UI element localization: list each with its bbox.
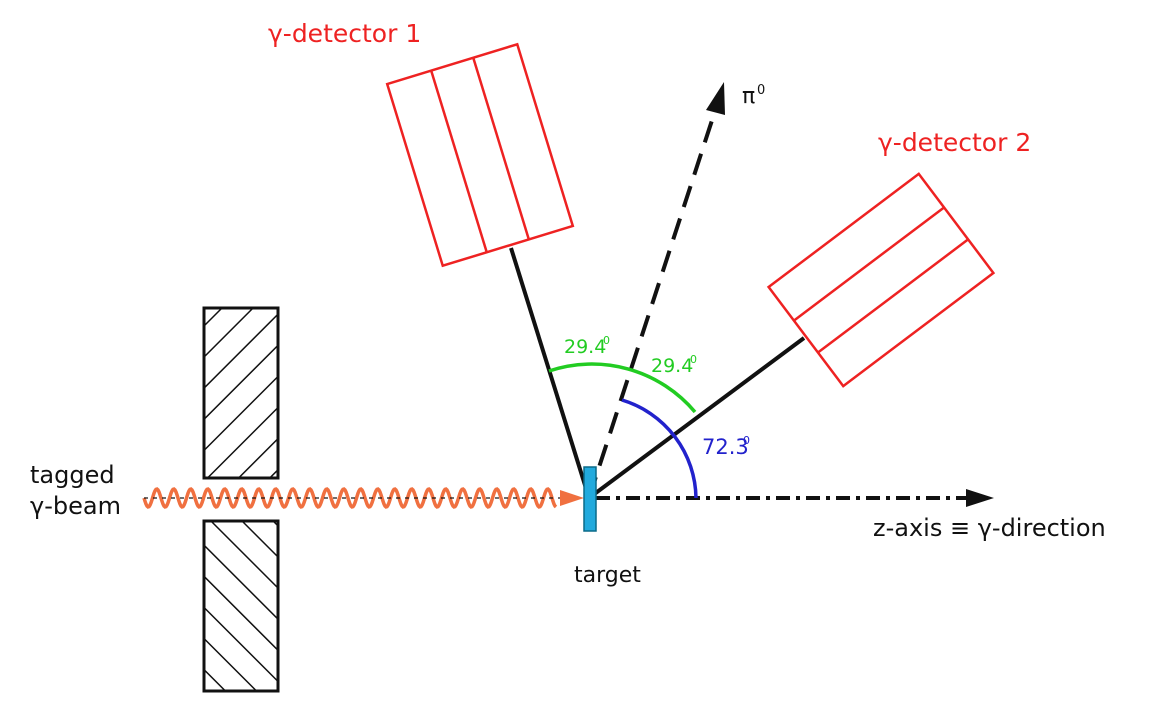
svg-text:29.4: 29.4 <box>651 355 693 377</box>
beam-label-line2: γ-beam <box>30 492 121 520</box>
detector1-label: γ-detector 1 <box>268 19 421 48</box>
svg-text:72.3: 72.3 <box>702 435 749 459</box>
angle-label-green-right: 29.4 0 <box>651 353 697 377</box>
svg-text:0: 0 <box>743 434 750 447</box>
z-axis-label: z-axis ≡ γ-direction <box>873 514 1106 542</box>
svg-text:π: π <box>742 84 755 109</box>
detector2 <box>766 172 996 388</box>
pi0-direction <box>587 82 725 499</box>
svg-text:29.4: 29.4 <box>564 336 606 358</box>
svg-text:0: 0 <box>690 353 697 366</box>
angle-label-green-left: 29.4 0 <box>564 334 610 358</box>
detector2-label: γ-detector 2 <box>878 128 1031 157</box>
target-marker <box>583 466 597 532</box>
gamma-beam <box>142 487 584 509</box>
beam-label-line1: tagged <box>30 461 115 489</box>
detector2-line <box>587 336 806 500</box>
z-axis-line <box>596 489 994 507</box>
collimator-lower <box>202 519 280 693</box>
target-label: target <box>574 563 641 588</box>
green-angle-arc <box>548 362 697 414</box>
svg-text:0: 0 <box>757 83 765 98</box>
svg-text:0: 0 <box>603 334 610 347</box>
detector1 <box>385 42 575 268</box>
collimator-upper <box>202 306 280 480</box>
blue-angle-arc <box>621 398 698 499</box>
angle-label-blue: 72.3 0 <box>702 434 750 459</box>
detector1-line <box>509 247 591 499</box>
pi0-label: π 0 <box>742 83 765 109</box>
